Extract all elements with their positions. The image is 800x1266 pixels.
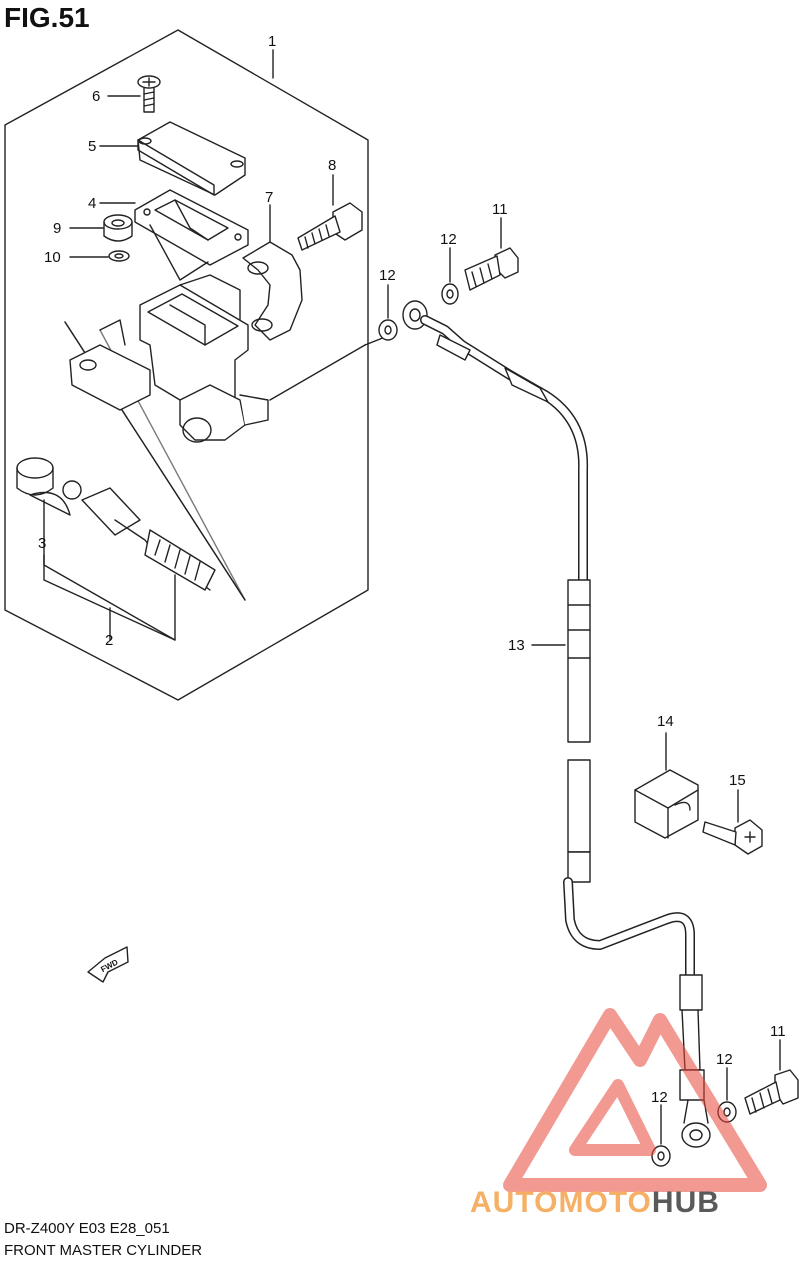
- callout-15: 15: [729, 772, 746, 789]
- watermark-text-part2: HUB: [651, 1186, 720, 1219]
- callout-9: 9: [53, 220, 61, 237]
- callout-13: 13: [508, 637, 525, 654]
- screw-icon: [137, 75, 161, 113]
- assembly-outline: [4, 29, 369, 701]
- callout-1: 1: [268, 33, 276, 50]
- callout-6: 6: [92, 88, 100, 105]
- watermark-text: AUTOMOTOHUB: [470, 1186, 720, 1220]
- callout-14: 14: [657, 713, 674, 730]
- diaphragm-icon: [134, 189, 249, 281]
- piston-kit-icon: [16, 457, 216, 641]
- boot-icon: [103, 214, 133, 242]
- callout-12-b: 12: [379, 267, 396, 284]
- callout-4: 4: [88, 195, 96, 212]
- holder-clamp-icon: [242, 241, 303, 341]
- banjo-bolt-icon: [464, 247, 519, 291]
- washer-icon: [651, 1145, 671, 1167]
- washer-icon: [108, 250, 130, 262]
- callout-12-a: 12: [440, 231, 457, 248]
- watermark-text-part1: AUTOMOTO: [470, 1186, 652, 1219]
- bolt-icon: [702, 819, 763, 855]
- banjo-bolt-icon: [744, 1069, 799, 1115]
- washer-icon: [378, 319, 398, 341]
- forward-arrow-icon: [87, 946, 129, 983]
- watermark-logo-icon: [503, 1008, 767, 1192]
- bolt-icon: [297, 202, 363, 251]
- callout-10: 10: [44, 249, 61, 266]
- figure-title: FIG.51: [4, 2, 90, 33]
- callout-8: 8: [328, 157, 336, 174]
- washer-icon: [441, 283, 459, 305]
- callout-7: 7: [265, 189, 273, 206]
- callout-12-d: 12: [651, 1089, 668, 1106]
- master-cylinder-body-icon: [69, 274, 269, 443]
- callout-11-bottom: 11: [770, 1023, 786, 1040]
- reservoir-cap-icon: [137, 121, 246, 196]
- hose-clamp-icon: [634, 769, 699, 839]
- callout-2: 2: [105, 632, 113, 649]
- callout-3: 3: [38, 535, 46, 552]
- part-name: FRONT MASTER CYLINDER: [4, 1242, 203, 1259]
- callout-11-top: 11: [492, 201, 508, 218]
- callout-5: 5: [88, 138, 96, 155]
- model-line: DR-Z400Y E03 E28_051: [4, 1220, 170, 1237]
- callout-12-c: 12: [716, 1051, 733, 1068]
